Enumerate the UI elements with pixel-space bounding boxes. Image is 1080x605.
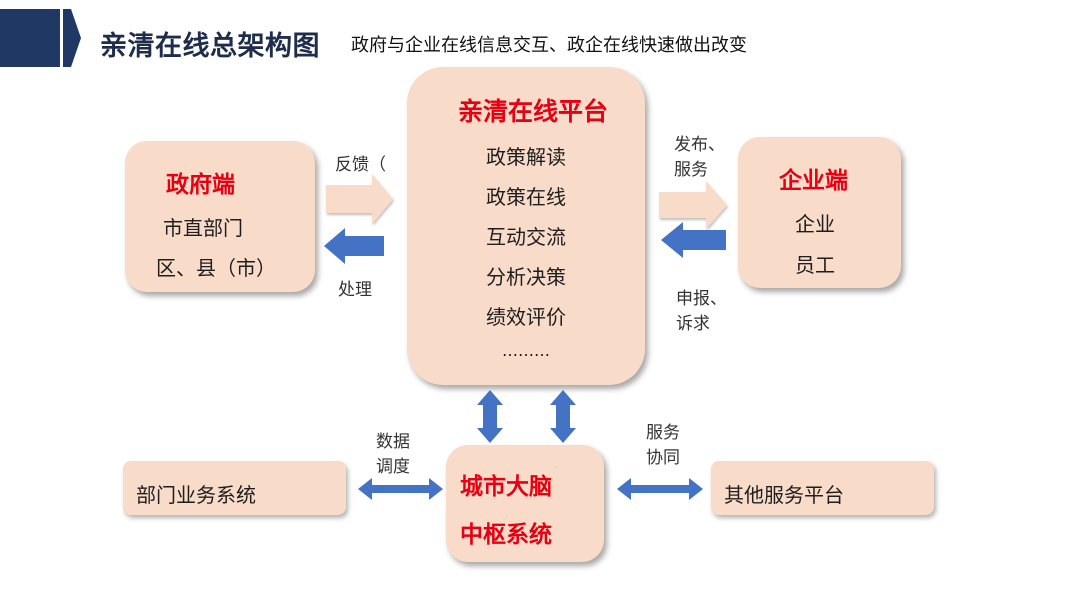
data-dispatch-double-arrow-icon: [358, 478, 443, 500]
platform-brain-double-arrow-right-icon: [550, 390, 576, 443]
publish-label-line-1: 发布、: [674, 135, 725, 155]
other-platforms-box: [711, 461, 934, 515]
platform-brain-double-arrow-left-icon: [477, 390, 503, 443]
service-coop-label-line-1: 服务: [646, 423, 680, 443]
feedback-arrow-right-icon: [326, 174, 393, 224]
government-item-municipal-departments: 市直部门: [163, 216, 243, 240]
publish-arrow-right-icon: [659, 181, 727, 229]
report-arrow-left-icon: [661, 222, 726, 258]
feedback-label: 反馈（: [335, 155, 386, 175]
process-arrow-left-icon: [324, 228, 384, 264]
platform-item-ellipsis: ………: [502, 341, 550, 360]
service-coop-label-line-2: 协同: [646, 448, 680, 468]
government-box: [125, 141, 315, 292]
platform-item-analysis-decision: 分析决策: [486, 265, 566, 289]
enterprise-item-employee: 员工: [795, 253, 835, 277]
page-title: 亲清在线总架构图: [100, 31, 320, 62]
header-chevron-icon: [63, 9, 81, 67]
department-systems-label: 部门业务系统: [136, 483, 256, 507]
enterprise-title: 企业端: [779, 168, 848, 194]
platform-title: 亲清在线平台: [458, 97, 609, 126]
report-label-line-2: 诉求: [676, 314, 710, 334]
data-dispatch-label-line-2: 调度: [376, 457, 410, 477]
enterprise-box: [738, 137, 901, 288]
city-brain-box: [446, 445, 604, 562]
header-stripe: [0, 9, 60, 67]
city-brain-line-2: 中枢系统: [460, 522, 552, 548]
other-platforms-label: 其他服务平台: [724, 483, 844, 507]
platform-item-interaction: 互动交流: [486, 225, 566, 249]
city-brain-line-1: 城市大脑: [460, 474, 552, 500]
service-coop-double-arrow-icon: [617, 478, 703, 500]
enterprise-item-company: 企业: [795, 212, 835, 236]
platform-item-policy-interpretation: 政策解读: [486, 145, 566, 169]
platform-box: 政策解读 政策在线 互动交流 分析决策 绩效评价 ………: [407, 67, 645, 385]
data-dispatch-label-line-1: 数据: [376, 432, 410, 452]
department-systems-box: [123, 461, 346, 515]
platform-item-performance: 绩效评价: [486, 305, 566, 329]
platform-item-policy-online: 政策在线: [486, 185, 566, 209]
government-item-districts-counties: 区、县（市）: [156, 256, 276, 280]
report-label-line-1: 申报、: [676, 289, 727, 309]
publish-label-line-2: 服务: [674, 160, 708, 180]
government-title: 政府端: [166, 172, 235, 198]
page-subtitle: 政府与企业在线信息交互、政企在线快速做出改变: [351, 35, 747, 56]
process-label: 处理: [338, 280, 372, 300]
